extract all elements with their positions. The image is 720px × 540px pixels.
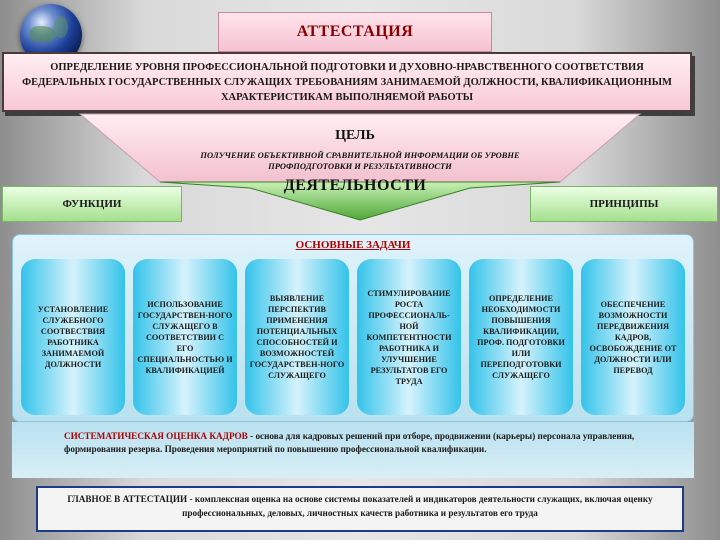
principles-box: ПРИНЦИПЫ <box>530 186 718 222</box>
main-text: - комплексная оценка на основе системы п… <box>182 494 653 518</box>
task-card: ОБЕСПЕЧЕНИЕ ВОЗМОЖНОСТИ ПЕРЕДВИЖЕНИЯ КАД… <box>581 259 685 415</box>
tasks-heading: ОСНОВНЫЕ ЗАДАЧИ <box>295 239 411 251</box>
task-card: ИСПОЛЬЗОВАНИЕ ГОСУДАРСТВЕН-НОГО СЛУЖАЩЕГ… <box>133 259 237 415</box>
task-card: УСТАНОВЛЕНИЕ СЛУЖЕБНОГО СООТВЕСТВИЯ РАБО… <box>21 259 125 415</box>
activity-label: ДЕЯТЕЛЬНОСТИ <box>283 177 427 194</box>
main-lead: ГЛАВНОЕ В АТТЕСТАЦИИ <box>67 494 188 504</box>
activity-arrow <box>159 181 561 221</box>
task-card: ВЫЯВЛЕНИЕ ПЕРСПЕКТИВ ПРИМЕНЕНИЯ ПОТЕНЦИА… <box>245 259 349 415</box>
summary-strip: СИСТЕМАТИЧЕСКАЯ ОЦЕНКА КАДРОВ - основа д… <box>12 422 694 478</box>
task-card: ОПРЕДЕЛЕНИЕ НЕОБХОДИМОСТИ ПОВЫШЕНИЯ КВАЛ… <box>469 259 573 415</box>
definition-box: ОПРЕДЕЛЕНИЕ УРОВНЯ ПРОФЕССИОНАЛЬНОЙ ПОДГ… <box>2 52 692 112</box>
page-title: АТТЕСТАЦИЯ <box>218 12 492 52</box>
tasks-panel: ОСНОВНЫЕ ЗАДАЧИ УСТАНОВЛЕНИЕ СЛУЖЕБНОГО … <box>12 234 694 422</box>
summary-text: - основа для кадровых решений при отборе… <box>64 431 635 454</box>
goal-text: ПОЛУЧЕНИЕ ОБЪЕКТИВНОЙ СРАВНИТЕЛЬНОЙ ИНФО… <box>200 150 520 171</box>
functions-box: ФУНКЦИИ <box>2 186 182 222</box>
task-card: СТИМУЛИРОВАНИЕ РОСТА ПРОФЕССИОНАЛЬ-НОЙ К… <box>357 259 461 415</box>
main-point-box: ГЛАВНОЕ В АТТЕСТАЦИИ - комплексная оценк… <box>36 486 684 532</box>
goal-funnel <box>78 113 642 221</box>
goal-heading: ЦЕЛЬ <box>335 128 375 143</box>
summary-lead: СИСТЕМАТИЧЕСКАЯ ОЦЕНКА КАДРОВ <box>64 431 248 441</box>
